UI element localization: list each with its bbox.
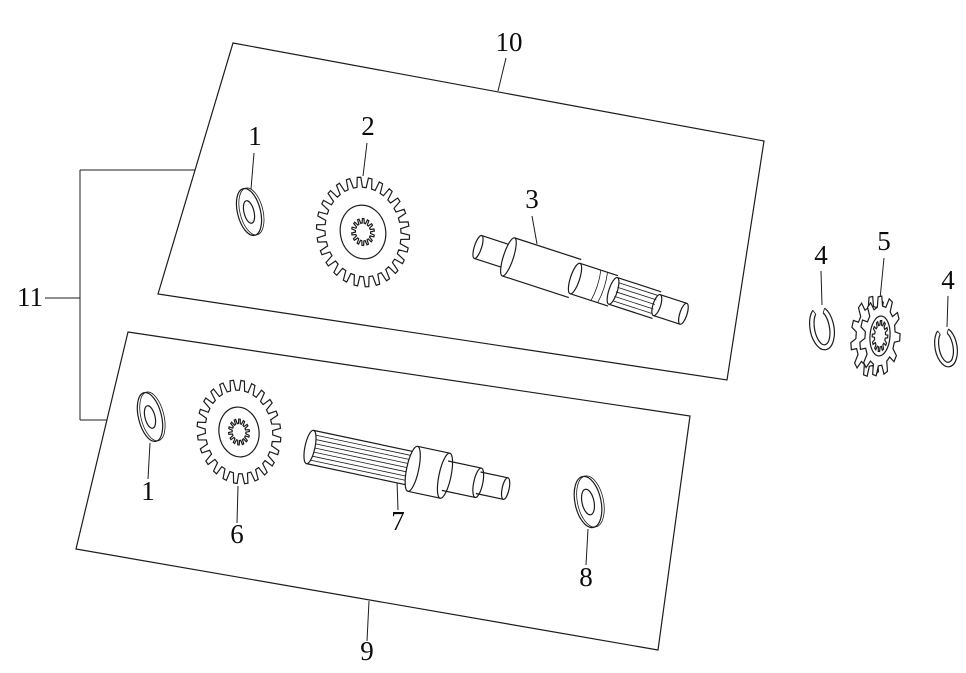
- circlip-inner-arc: [813, 312, 831, 346]
- shaft-3-step-edge-4: [651, 293, 663, 317]
- leader-line-6: [236, 485, 239, 524]
- shaft-7-spline-lines: [310, 434, 414, 482]
- shaft-3-grooves: [590, 270, 608, 303]
- washer-thickness-line: [139, 391, 166, 442]
- gear-2: [308, 170, 418, 294]
- washer-hole: [242, 200, 256, 224]
- leader-line-8: [585, 528, 589, 566]
- washer-1-top: [235, 187, 265, 237]
- washer-hole: [143, 405, 157, 429]
- leader-line-5: [879, 257, 885, 300]
- callout-1-top: 1: [248, 121, 262, 151]
- panel-top-outline: [157, 42, 765, 381]
- shaft-7-left-cap: [303, 429, 317, 465]
- panel-bottom-outline: [75, 331, 691, 651]
- shaft-3-spline-lines: [612, 282, 658, 314]
- circlip-4-right: [934, 328, 958, 368]
- washer-hole: [580, 488, 596, 516]
- shaft-3: [472, 234, 689, 325]
- circlip-ends: [937, 328, 949, 335]
- panels: [45, 42, 765, 651]
- leader-line-9: [366, 600, 370, 642]
- callout-4-right: 4: [941, 265, 955, 295]
- gear-2-hub: [336, 201, 390, 262]
- circlip-ends: [812, 308, 825, 315]
- shaft-3-step-edge-2: [567, 262, 583, 295]
- shaft-3-edges: [474, 235, 688, 325]
- callout-2: 2: [361, 111, 375, 141]
- shaft-7-collar-edge: [436, 452, 454, 499]
- circlip-inner-arc: [938, 332, 954, 363]
- gear-6: [191, 375, 288, 489]
- gear-6-hub: [216, 404, 263, 459]
- callout-3: 3: [525, 184, 539, 214]
- circlip-4-left: [808, 307, 836, 351]
- leader-line-4-right: [946, 295, 949, 328]
- shaft-7-right-cap: [500, 477, 511, 500]
- callout-labels: 10 1 2 3 4 5 4 11 1 6 7 8 9: [17, 27, 955, 666]
- leader-lines: [147, 57, 949, 642]
- callout-10: 10: [496, 27, 523, 57]
- shaft-3-left-cap: [472, 234, 484, 260]
- washer-1-bottom: [136, 391, 166, 443]
- circlip-outer-arc: [808, 307, 836, 351]
- shaft-3-seg-c: [570, 263, 618, 307]
- washer-thickness-line: [238, 187, 265, 236]
- shaft-7: [303, 429, 511, 500]
- shaft-7-collar-face: [404, 445, 421, 492]
- shaft-7-edges: [306, 429, 509, 500]
- leader-line-3: [531, 215, 538, 245]
- shaft-7-step-edge: [472, 467, 485, 499]
- gear-6-spline-bore: [227, 418, 251, 446]
- leader-line-1-top: [250, 152, 255, 190]
- sprocket-5: [849, 294, 903, 378]
- sprocket-spline-bore: [871, 320, 889, 352]
- gear-2-spline-bore: [350, 217, 377, 247]
- callout-6: 6: [230, 519, 244, 549]
- washer-8: [573, 475, 605, 529]
- leader-line-10: [497, 57, 507, 92]
- leader-line-7: [396, 480, 399, 511]
- callout-7: 7: [391, 506, 405, 536]
- shaft-3-step-face-1: [500, 237, 517, 277]
- callout-1-bottom: 1: [141, 476, 155, 506]
- shaft-3-right-cap: [678, 302, 689, 325]
- shaft-3-step-edge-3: [606, 276, 620, 305]
- shaft-3-seg-b: [502, 237, 582, 298]
- leader-line-4-left: [820, 270, 823, 306]
- callout-11: 11: [17, 282, 43, 312]
- callout-5: 5: [877, 226, 891, 256]
- bracket-11-lines: [45, 169, 195, 421]
- circlip-outer-arc: [934, 328, 958, 368]
- washer-thickness-line: [576, 475, 605, 528]
- callout-4-left: 4: [814, 240, 828, 270]
- leader-line-2: [362, 142, 368, 177]
- sprocket-hub-ring: [869, 315, 892, 356]
- callout-9: 9: [360, 636, 374, 666]
- callout-8: 8: [579, 562, 593, 592]
- leader-line-1-bottom: [147, 442, 151, 480]
